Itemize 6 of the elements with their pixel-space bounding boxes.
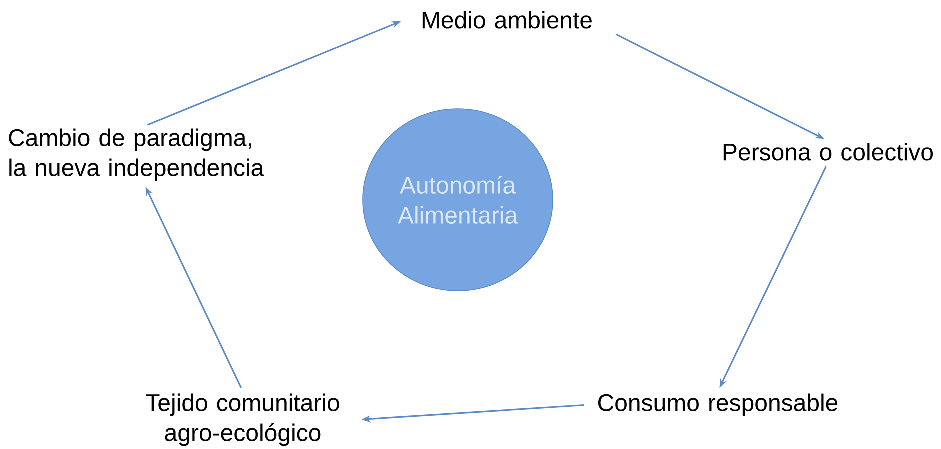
node-label: Tejido comunitario agro-ecológico [146, 394, 340, 446]
node-label: Persona o colectivo [724, 143, 933, 161]
node-label: Medio ambiente [422, 11, 592, 29]
ellipse-node: Autonomía Alimentaria [362, 108, 554, 292]
node-label: Cambio de paradigma, la nueva independencia [9, 128, 264, 182]
node-label: Consumo responsable [598, 394, 838, 416]
